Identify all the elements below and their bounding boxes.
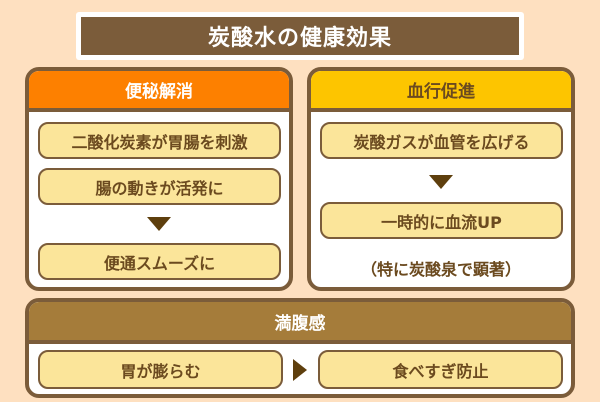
down-arrow-icon <box>429 175 453 189</box>
panel-header-circulation: 血行促進 <box>311 71 571 112</box>
panel-constipation-relief: 便秘解消 二酸化炭素が胃腸を刺激 腸の動きが活発に 便通スムーズに <box>25 67 293 291</box>
step-smooth-bowel: 便通スムーズに <box>38 243 281 280</box>
step-stomach-expands: 胃が膨らむ <box>38 350 283 389</box>
panel-blood-circulation: 血行促進 炭酸ガスが血管を広げる 一時的に血流UP （特に炭酸泉で顕著） <box>307 67 575 291</box>
step-intestine-active: 腸の動きが活発に <box>38 168 281 205</box>
step-co2-stimulates-gut: 二酸化炭素が胃腸を刺激 <box>38 122 281 159</box>
step-prevent-overeating: 食べすぎ防止 <box>318 350 563 389</box>
title-frame: 炭酸水の健康効果 <box>76 12 524 60</box>
panel-header-satiety: 満腹感 <box>29 302 571 344</box>
panel-satiety: 満腹感 胃が膨らむ 食べすぎ防止 <box>25 298 575 398</box>
note-carbonated-spring: （特に炭酸泉で顕著） <box>360 260 521 279</box>
down-arrow-icon <box>147 217 171 231</box>
right-arrow-icon <box>293 359 307 381</box>
step-bloodflow-up: 一時的に血流UP <box>320 202 563 239</box>
page-title: 炭酸水の健康効果 <box>81 17 519 55</box>
panel-header-constipation: 便秘解消 <box>29 71 289 112</box>
step-co2-dilates-vessels: 炭酸ガスが血管を広げる <box>320 122 563 159</box>
